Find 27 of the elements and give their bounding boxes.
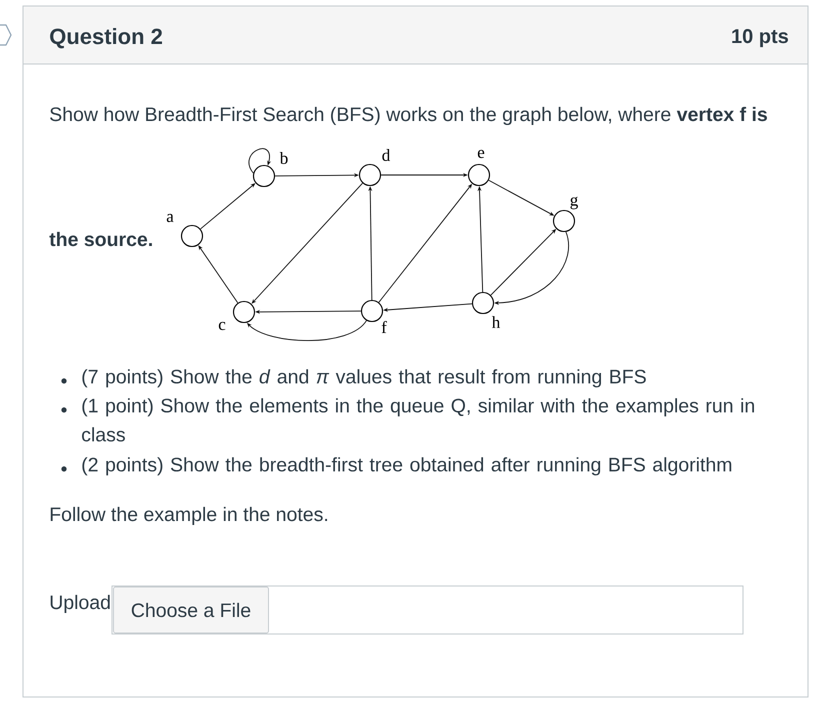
arrow [248, 148, 272, 174]
vertex-circle [468, 164, 490, 186]
points-text: 10 pts [732, 29, 788, 48]
vertex-circle [232, 300, 256, 324]
vertex-label: c [218, 322, 226, 330]
vertex-label: b [280, 152, 288, 164]
choose-file-button: Choose a File [113, 586, 269, 634]
vertex-label: h [492, 316, 500, 328]
vertex-label: e [478, 150, 484, 158]
bullet-text: (7 points) Show the d and π values that result from running BFS [82, 369, 646, 388]
bullet-text: (1 point) Show the elements in the queue Q, similar with the examples run in class [82, 398, 754, 442]
field-label: Upload [50, 594, 110, 614]
vertex-label: f [382, 321, 387, 333]
question-text: the source. [49, 232, 152, 246]
vertex-circle [360, 300, 384, 322]
question-title: Question 2 [50, 28, 162, 48]
vertex-circle [252, 164, 276, 188]
vertex-label: a [166, 214, 174, 222]
vertex-circle [552, 210, 576, 232]
vertex-label: g [570, 196, 578, 210]
bullet-text: (2 points) Show the breadth-first tree obtained after running BFS algorithm [82, 457, 732, 476]
question-text: Show how Breadth-First Search (BFS) works on the graph below, where vertex f is [50, 106, 767, 126]
vertex-label: d [382, 149, 390, 161]
vertex-circle [472, 292, 494, 314]
instruction-text: Follow the example in the notes. [50, 506, 328, 526]
vertex-circle [180, 224, 204, 248]
vertex-circle [358, 164, 382, 186]
